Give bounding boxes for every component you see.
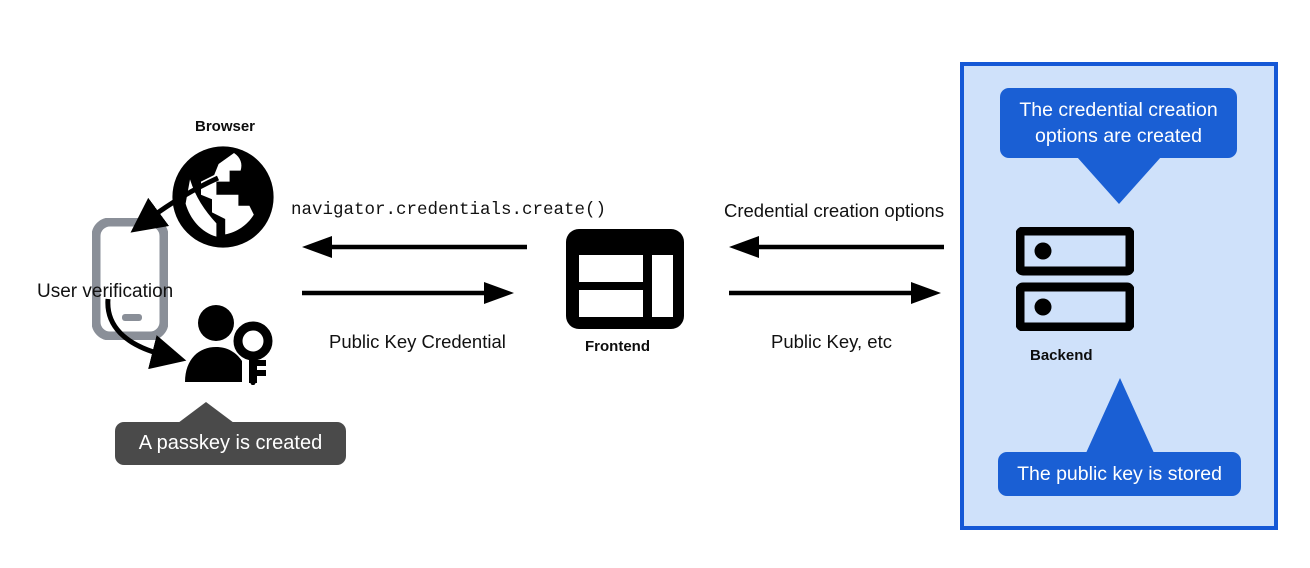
callout-public-key-stored-text: The public key is stored bbox=[1017, 463, 1222, 485]
tooltip-passkey-created-text: A passkey is created bbox=[138, 432, 323, 454]
callout-public-key-stored: The public key is stored bbox=[998, 378, 1241, 496]
globe-icon bbox=[168, 142, 278, 257]
tooltip-passkey-created: A passkey is created bbox=[115, 402, 346, 465]
callout-credential-creation: The credential creation options are crea… bbox=[1000, 88, 1237, 204]
arrow-phone-to-user bbox=[100, 295, 230, 390]
tooltip-tail-icon bbox=[178, 402, 234, 423]
flow-label-credential-creation-options: Credential creation options bbox=[724, 200, 945, 221]
frontend-layout-icon bbox=[566, 229, 684, 334]
arrow-frontend-to-backend bbox=[729, 282, 941, 309]
flow-label-public-key-credential: Public Key Credential bbox=[329, 331, 506, 352]
browser-label: Browser bbox=[195, 118, 256, 135]
server-rack-icon bbox=[1015, 226, 1135, 336]
arrow-browser-to-phone bbox=[100, 170, 230, 265]
callout-tail-down-icon bbox=[1076, 157, 1161, 204]
arrow-browser-to-frontend bbox=[302, 282, 514, 309]
person-with-key-icon bbox=[183, 303, 277, 390]
arrow-backend-to-frontend bbox=[729, 236, 944, 263]
frontend-label: Frontend bbox=[585, 338, 650, 355]
arrow-frontend-to-browser bbox=[302, 236, 527, 263]
mobile-phone-icon bbox=[91, 217, 169, 345]
flow-label-navigator-create: navigator.credentials.create() bbox=[291, 200, 607, 220]
backend-label: Backend bbox=[1030, 347, 1093, 364]
callout-credential-creation-text: The credential creation options are crea… bbox=[1019, 99, 1218, 147]
user-verification-label: User verification bbox=[37, 281, 174, 302]
callout-tail-up-icon bbox=[1085, 378, 1154, 453]
flow-label-public-key-etc: Public Key, etc bbox=[771, 331, 892, 352]
